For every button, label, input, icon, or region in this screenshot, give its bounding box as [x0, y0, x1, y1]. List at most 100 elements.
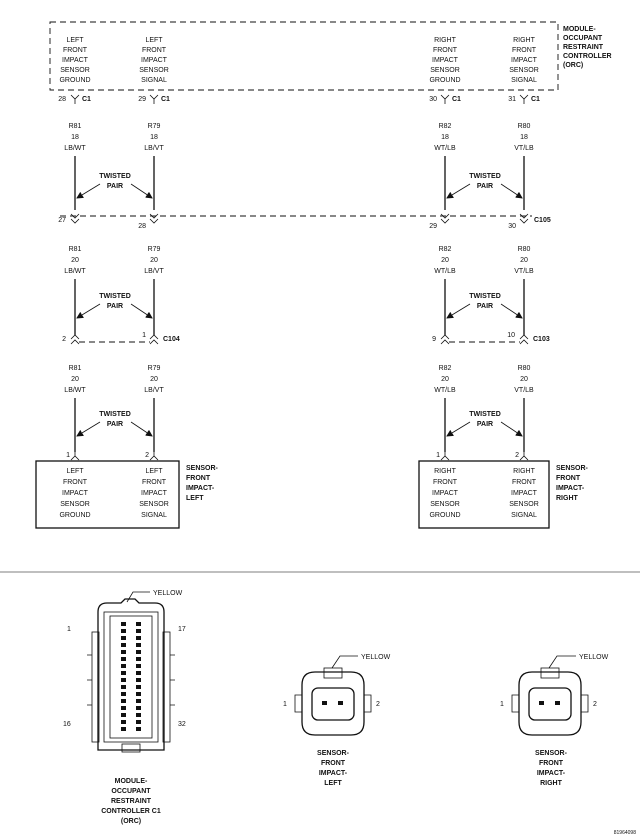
svg-text:IMPACT-: IMPACT-: [319, 770, 348, 777]
svg-text:LEFT: LEFT: [66, 37, 84, 44]
svg-text:FRONT: FRONT: [63, 47, 88, 54]
connector-cavity: [136, 657, 141, 661]
svg-text:C103: C103: [533, 336, 550, 343]
svg-text:PAIR: PAIR: [107, 421, 123, 428]
svg-text:IMPACT: IMPACT: [432, 490, 459, 497]
svg-text:GROUND: GROUND: [429, 512, 460, 519]
orc-connector-pin-grid: [121, 622, 141, 731]
svg-text:20: 20: [71, 376, 79, 383]
svg-text:VT/LB: VT/LB: [514, 268, 534, 275]
svg-text:18: 18: [71, 134, 79, 141]
svg-text:OCCUPANT: OCCUPANT: [111, 788, 151, 795]
svg-text:GROUND: GROUND: [59, 512, 90, 519]
svg-text:C1: C1: [452, 96, 461, 103]
orc-module-title: MODULE- OCCUPANT RESTRAINT CONTROLLER (O…: [563, 26, 612, 69]
connector-cavity: [121, 671, 126, 675]
svg-text:LB/WT: LB/WT: [64, 268, 86, 275]
svg-text:FRONT: FRONT: [63, 479, 88, 486]
svg-text:1: 1: [66, 452, 70, 459]
svg-text:16: 16: [63, 721, 71, 728]
svg-text:C1: C1: [161, 96, 170, 103]
svg-text:IMPACT-: IMPACT-: [556, 485, 585, 492]
connector-cavity: [136, 706, 141, 710]
svg-text:LEFT: LEFT: [145, 468, 163, 475]
svg-text:RIGHT: RIGHT: [434, 468, 457, 475]
sensor-front-impact-left: 1 2 LEFT FRONT IMPACT SENSOR GROUND LEFT…: [35, 450, 219, 529]
connector-cavity: [136, 678, 141, 682]
svg-text:TWISTED: TWISTED: [99, 293, 131, 300]
svg-text:18: 18: [441, 134, 449, 141]
svg-text:LEFT: LEFT: [186, 495, 204, 502]
svg-text:2: 2: [593, 701, 597, 708]
svg-text:32: 32: [178, 721, 186, 728]
svg-text:LB/WT: LB/WT: [64, 145, 86, 152]
svg-text:28: 28: [138, 223, 146, 230]
connector-cavity: [121, 629, 126, 633]
connector-cavity: [121, 643, 126, 647]
svg-text:30: 30: [508, 223, 516, 230]
connector-cavity: [121, 664, 126, 668]
orc-pin-text-right-signal: RIGHT FRONT IMPACT SENSOR SIGNAL: [509, 37, 539, 84]
svg-text:C104: C104: [163, 336, 180, 343]
svg-text:SIGNAL: SIGNAL: [141, 77, 167, 84]
svg-text:29: 29: [138, 96, 146, 103]
svg-text:SENSOR: SENSOR: [60, 67, 90, 74]
svg-text:IMPACT: IMPACT: [511, 490, 538, 497]
svg-text:FRONT: FRONT: [433, 479, 458, 486]
connector-c103: 9 10 C103: [432, 332, 550, 345]
svg-text:IMPACT: IMPACT: [432, 57, 459, 64]
figure-id: 81964098: [614, 830, 636, 836]
connector-cavity: [136, 671, 141, 675]
svg-text:29: 29: [429, 223, 437, 230]
svg-text:FRONT: FRONT: [433, 47, 458, 54]
svg-text:C105: C105: [534, 217, 551, 224]
svg-text:VT/LB: VT/LB: [514, 145, 534, 152]
svg-text:31: 31: [508, 96, 516, 103]
svg-text:FRONT: FRONT: [321, 760, 346, 767]
svg-text:PAIR: PAIR: [107, 183, 123, 190]
svg-text:R81: R81: [69, 365, 82, 372]
svg-text:LB/VT: LB/VT: [144, 145, 164, 152]
svg-text:IMPACT: IMPACT: [62, 57, 89, 64]
svg-text:18: 18: [150, 134, 158, 141]
connector-c104: 2 1 C104: [62, 332, 180, 345]
svg-text:2: 2: [376, 701, 380, 708]
twisted-pair-label-right-3: TWISTED PAIR: [446, 411, 523, 437]
svg-text:R80: R80: [518, 123, 531, 130]
svg-text:TWISTED: TWISTED: [99, 173, 131, 180]
connector-cavity: [136, 685, 141, 689]
svg-text:SENSOR-: SENSOR-: [535, 750, 568, 757]
svg-text:LB/VT: LB/VT: [144, 268, 164, 275]
svg-text:SENSOR: SENSOR: [139, 501, 169, 508]
connector-cavity: [121, 692, 126, 696]
connector-cavity: [121, 699, 126, 703]
svg-text:SIGNAL: SIGNAL: [141, 512, 167, 519]
connector-cavity: [121, 622, 126, 626]
svg-text:SENSOR: SENSOR: [430, 501, 460, 508]
svg-text:SENSOR: SENSOR: [509, 67, 539, 74]
svg-text:YELLOW: YELLOW: [579, 654, 609, 661]
connector-cavity: [136, 622, 141, 626]
svg-text:2: 2: [62, 336, 66, 343]
svg-text:PAIR: PAIR: [107, 303, 123, 310]
svg-text:YELLOW: YELLOW: [153, 590, 183, 597]
svg-text:20: 20: [71, 257, 79, 264]
svg-text:IMPACT: IMPACT: [141, 490, 168, 497]
svg-text:LEFT: LEFT: [145, 37, 163, 44]
svg-text:(ORC): (ORC): [121, 818, 141, 825]
svg-text:TWISTED: TWISTED: [469, 411, 501, 418]
svg-text:VT/LB: VT/LB: [514, 387, 534, 394]
svg-text:RIGHT: RIGHT: [434, 37, 457, 44]
svg-text:FRONT: FRONT: [556, 475, 581, 482]
svg-text:OCCUPANT: OCCUPANT: [563, 35, 603, 42]
svg-text:17: 17: [178, 626, 186, 633]
orc-c1-connector-view: YELLOW 1 17 16 32 MODULE- OCCUPANT RESTR…: [63, 590, 186, 825]
svg-text:C1: C1: [82, 96, 91, 103]
connector-cavity: [121, 650, 126, 654]
svg-text:GROUND: GROUND: [429, 77, 460, 84]
svg-text:LEFT: LEFT: [66, 468, 84, 475]
connector-cavity: [121, 657, 126, 661]
connector-cavity: [136, 727, 141, 731]
svg-text:27: 27: [58, 217, 66, 224]
svg-text:TWISTED: TWISTED: [99, 411, 131, 418]
